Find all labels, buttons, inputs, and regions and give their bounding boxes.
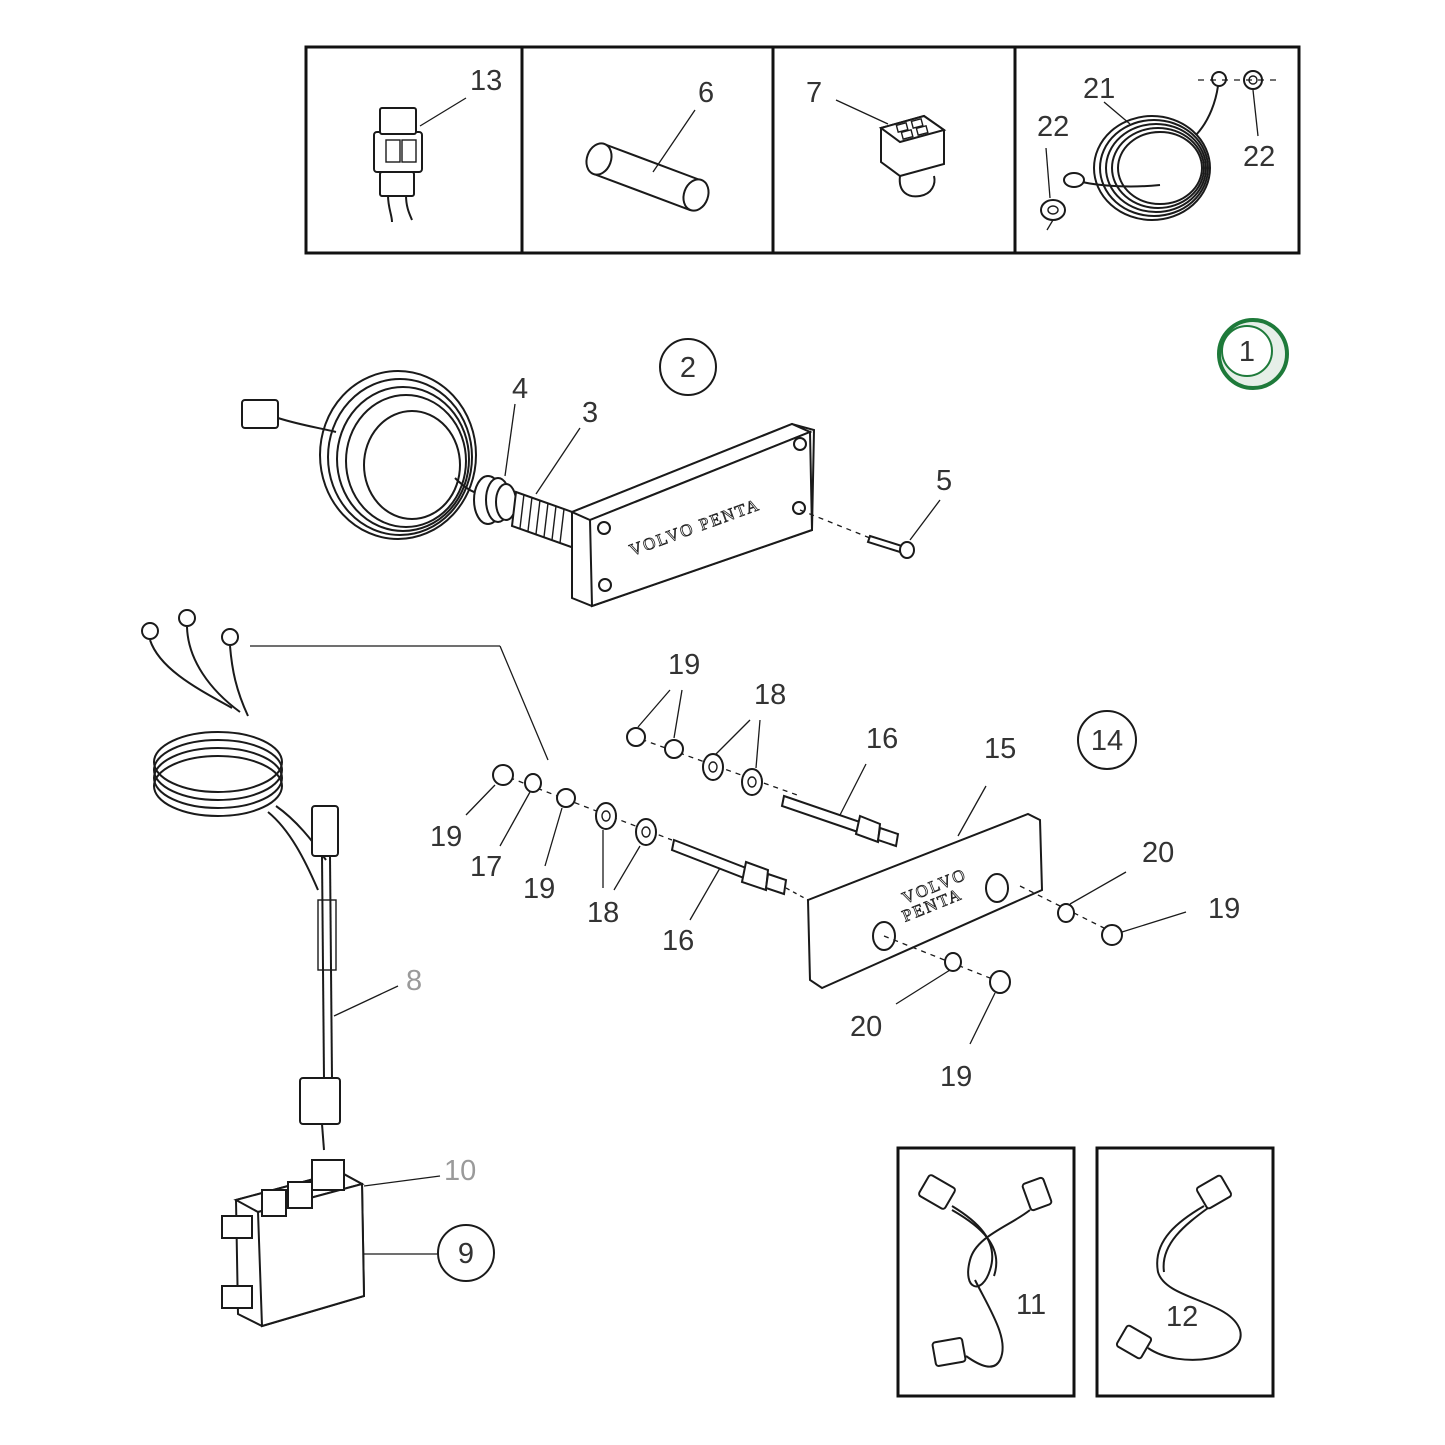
inset-strip-top bbox=[304, 45, 1301, 255]
callout-20-bottom: 20 bbox=[850, 1011, 882, 1043]
callout-19-top: 19 bbox=[668, 649, 700, 681]
callout-20-right: 20 bbox=[1142, 837, 1174, 869]
callout-6: 6 bbox=[698, 77, 714, 109]
callout-10: 10 bbox=[444, 1155, 476, 1187]
part-7-relay[interactable] bbox=[835, 99, 947, 198]
callout-7: 7 bbox=[806, 77, 822, 109]
assembly-14-marker[interactable]: 14 bbox=[1077, 710, 1137, 770]
inset-strip-border bbox=[304, 45, 1301, 255]
callout-2: 2 bbox=[680, 352, 696, 384]
inset-box-12[interactable] bbox=[1095, 1146, 1275, 1398]
callout-13: 13 bbox=[470, 65, 502, 97]
callout-19-bottom: 19 bbox=[940, 1061, 972, 1093]
callout-5: 5 bbox=[936, 465, 952, 497]
right-fastener-row bbox=[1019, 871, 1187, 946]
callout-18-top: 18 bbox=[754, 679, 786, 711]
callout-16-mid: 16 bbox=[662, 925, 694, 957]
part-19-nut-lower-1[interactable] bbox=[492, 764, 514, 786]
upper-fastener-row bbox=[626, 689, 900, 848]
callout-3: 3 bbox=[582, 397, 598, 429]
assembly-2-marker[interactable]: 2 bbox=[659, 338, 717, 396]
part-8-wiring-harness[interactable] bbox=[141, 609, 549, 1151]
part-18-washer-lower-1[interactable] bbox=[595, 802, 617, 830]
part-5-screw[interactable] bbox=[799, 499, 941, 559]
callout-15: 15 bbox=[984, 733, 1016, 765]
callout-11: 11 bbox=[1016, 1289, 1046, 1321]
callout-17: 17 bbox=[470, 851, 502, 883]
part-2-control-panel[interactable]: VOLVO PENTA bbox=[569, 422, 816, 608]
callout-4: 4 bbox=[512, 373, 528, 405]
callout-12: 12 bbox=[1166, 1301, 1198, 1333]
part-17-washer[interactable] bbox=[524, 773, 542, 793]
part-18-washer-upper-1[interactable] bbox=[702, 753, 724, 781]
part-10-control-module[interactable] bbox=[221, 1159, 441, 1328]
part-13-connector[interactable] bbox=[373, 97, 467, 223]
part-19-nut-upper-2[interactable] bbox=[664, 739, 684, 759]
callout-1: 1 bbox=[1239, 336, 1255, 368]
callout-19-left: 19 bbox=[430, 821, 462, 853]
callout-8: 8 bbox=[406, 965, 422, 997]
bottom-fastener-row bbox=[883, 935, 1011, 1045]
part-20-washer-bottom[interactable] bbox=[944, 952, 962, 972]
assembly-1-marker[interactable]: 1 bbox=[1217, 318, 1289, 390]
inset-box-11[interactable] bbox=[896, 1146, 1076, 1398]
part-19-nut-upper-1[interactable] bbox=[626, 727, 646, 747]
part-19-nut-bottom[interactable] bbox=[989, 970, 1011, 994]
part-16-stud-lower[interactable] bbox=[670, 838, 788, 896]
part-18-washer-lower-2[interactable] bbox=[635, 818, 657, 846]
part-15-cover-plate[interactable]: VOLVO PENTA bbox=[806, 785, 1044, 990]
part-22-washers[interactable] bbox=[1040, 70, 1278, 231]
part-16-stud-upper[interactable] bbox=[780, 794, 900, 848]
part-4-grommet[interactable] bbox=[473, 403, 517, 525]
callout-22-right: 22 bbox=[1243, 141, 1275, 173]
part-18-washer-upper-2[interactable] bbox=[741, 768, 763, 796]
part-20-washer-right[interactable] bbox=[1057, 903, 1075, 923]
callout-18-mid: 18 bbox=[587, 897, 619, 929]
callout-16-top: 16 bbox=[866, 723, 898, 755]
part-21-cable-coil[interactable] bbox=[1063, 71, 1227, 221]
callout-19-right: 19 bbox=[1208, 893, 1240, 925]
callout-19-mid: 19 bbox=[523, 873, 555, 905]
callout-14: 14 bbox=[1091, 725, 1123, 757]
part-3-threaded-gland[interactable] bbox=[510, 427, 581, 550]
callout-21: 21 bbox=[1083, 73, 1115, 105]
part-6-sleeve[interactable] bbox=[582, 109, 712, 214]
callout-22-left: 22 bbox=[1037, 111, 1069, 143]
lower-fastener-row bbox=[465, 764, 809, 921]
part-2-cable-coil[interactable] bbox=[241, 370, 481, 540]
callout-9: 9 bbox=[458, 1238, 474, 1270]
part-19-nut-lower-2[interactable] bbox=[556, 788, 576, 808]
part-19-nut-right[interactable] bbox=[1101, 924, 1123, 946]
assembly-9-marker[interactable]: 9 bbox=[437, 1224, 495, 1282]
